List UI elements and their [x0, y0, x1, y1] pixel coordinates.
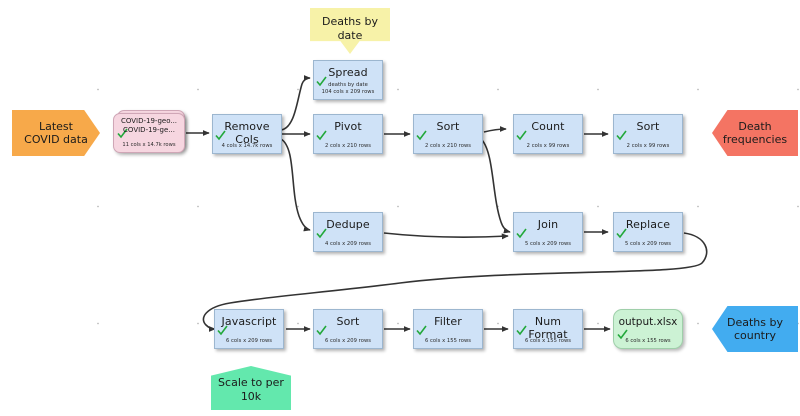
node-remove-cols-title: Remove Cols	[224, 120, 270, 146]
node-javascript[interactable]: Javascript 6 cols x 209 rows	[214, 309, 284, 349]
node-output-xlsx-title: output.xlsx	[618, 316, 678, 328]
node-join-stats: 5 cols x 209 rows	[524, 240, 572, 247]
node-dedupe-title: Dedupe	[326, 218, 370, 231]
check-icon	[215, 130, 226, 141]
node-replace[interactable]: Replace 5 cols x 209 rows	[613, 212, 683, 252]
check-icon	[516, 130, 527, 141]
node-sort-top-1[interactable]: Sort 2 cols x 210 rows	[413, 114, 483, 154]
node-sort-top-2[interactable]: Sort 2 cols x 99 rows	[613, 114, 683, 154]
tag-death-frequencies-line2: frequencies	[722, 133, 788, 146]
check-icon	[316, 325, 327, 336]
node-sort-top-1-title: Sort	[436, 120, 460, 133]
node-sort-bottom-stats: 6 cols x 209 rows	[324, 337, 372, 344]
node-num-format-title: Num Format	[528, 315, 568, 341]
tag-latest-covid-data[interactable]: Latest COVID data	[12, 110, 100, 156]
covid-source-files-line2: COVID-19-ge...	[123, 126, 175, 134]
tag-deaths-by-country-line2: country	[733, 329, 777, 342]
tag-scale-to-per-10k-line1: Scale to per	[218, 376, 284, 389]
node-sort-bottom-title: Sort	[336, 315, 360, 328]
tag-latest-covid-data-line2: COVID data	[24, 133, 88, 146]
tag-scale-to-per-10k[interactable]: Scale to per 10k	[211, 366, 291, 410]
check-icon	[217, 325, 228, 336]
covid-source-files[interactable]: COVID-19-geo... COVID-19-ge... 11 cols x…	[113, 113, 185, 153]
node-sort-top-1-stats: 2 cols x 210 rows	[424, 142, 472, 149]
node-remove-cols[interactable]: Remove Cols 4 cols x 14.7k rows	[212, 114, 282, 154]
covid-source-files-stats: 11 cols x 14.7k rows	[122, 141, 176, 148]
node-count-stats: 2 cols x 99 rows	[526, 142, 570, 149]
node-spread-title: Spread	[328, 66, 368, 79]
check-icon	[616, 130, 627, 141]
node-javascript-title: Javascript	[221, 315, 277, 328]
tag-deaths-by-date-line1: Deaths by	[322, 15, 378, 28]
node-pivot-stats: 2 cols x 210 rows	[324, 142, 372, 149]
node-num-format[interactable]: Num Format 6 cols x 155 rows	[513, 309, 583, 349]
check-icon	[617, 325, 628, 340]
tag-death-frequencies[interactable]: Death frequencies	[712, 110, 798, 156]
node-spread-rows: 104 cols x 209 rows	[321, 88, 375, 95]
check-icon	[516, 325, 527, 336]
check-icon	[316, 130, 327, 141]
check-icon	[316, 228, 327, 239]
node-javascript-stats: 6 cols x 209 rows	[225, 337, 273, 344]
node-dedupe[interactable]: Dedupe 4 cols x 209 rows	[313, 212, 383, 252]
node-spread-note: deaths by date	[328, 82, 368, 89]
node-spread-stats: deaths by date 104 cols x 209 rows	[314, 82, 382, 95]
node-join-title: Join	[537, 218, 559, 231]
tag-death-frequencies-line1: Death	[738, 119, 772, 133]
node-count[interactable]: Count 2 cols x 99 rows	[513, 114, 583, 154]
node-dedupe-stats: 4 cols x 209 rows	[324, 240, 372, 247]
tag-deaths-by-date[interactable]: Deaths by date	[310, 8, 390, 54]
node-sort-top-2-title: Sort	[636, 120, 660, 133]
tag-deaths-by-country-line1: Deaths by	[727, 315, 783, 329]
node-output-xlsx[interactable]: output.xlsx 6 cols x 155 rows	[613, 309, 683, 349]
tag-scale-to-per-10k-line2: 10k	[240, 389, 262, 403]
node-count-title: Count	[531, 120, 565, 133]
node-filter-title: Filter	[434, 315, 462, 328]
node-remove-cols-stats: 4 cols x 14.7k rows	[221, 142, 273, 149]
check-icon	[316, 76, 327, 87]
node-filter-stats: 6 cols x 155 rows	[424, 337, 472, 344]
check-icon	[416, 130, 427, 141]
check-icon	[516, 228, 527, 239]
tag-latest-covid-data-line1: Latest	[38, 119, 73, 133]
node-num-format-stats: 6 cols x 155 rows	[524, 337, 572, 344]
check-icon	[117, 124, 128, 139]
tag-deaths-by-country[interactable]: Deaths by country	[712, 306, 798, 352]
node-join[interactable]: Join 5 cols x 209 rows	[513, 212, 583, 252]
node-filter[interactable]: Filter 6 cols x 155 rows	[413, 309, 483, 349]
node-spread[interactable]: Spread deaths by date 104 cols x 209 row…	[313, 60, 383, 100]
node-replace-title: Replace	[625, 218, 671, 231]
node-sort-top-2-stats: 2 cols x 99 rows	[626, 142, 670, 149]
tag-deaths-by-date-line2: date	[337, 28, 363, 42]
node-sort-bottom[interactable]: Sort 6 cols x 209 rows	[313, 309, 383, 349]
node-pivot-title: Pivot	[334, 120, 362, 133]
node-output-xlsx-stats: 6 cols x 155 rows	[625, 337, 671, 344]
node-pivot[interactable]: Pivot 2 cols x 210 rows	[313, 114, 383, 154]
node-replace-stats: 5 cols x 209 rows	[624, 240, 672, 247]
check-icon	[616, 228, 627, 239]
covid-source-files-line1: COVID-19-geo...	[120, 117, 178, 125]
check-icon	[416, 325, 427, 336]
